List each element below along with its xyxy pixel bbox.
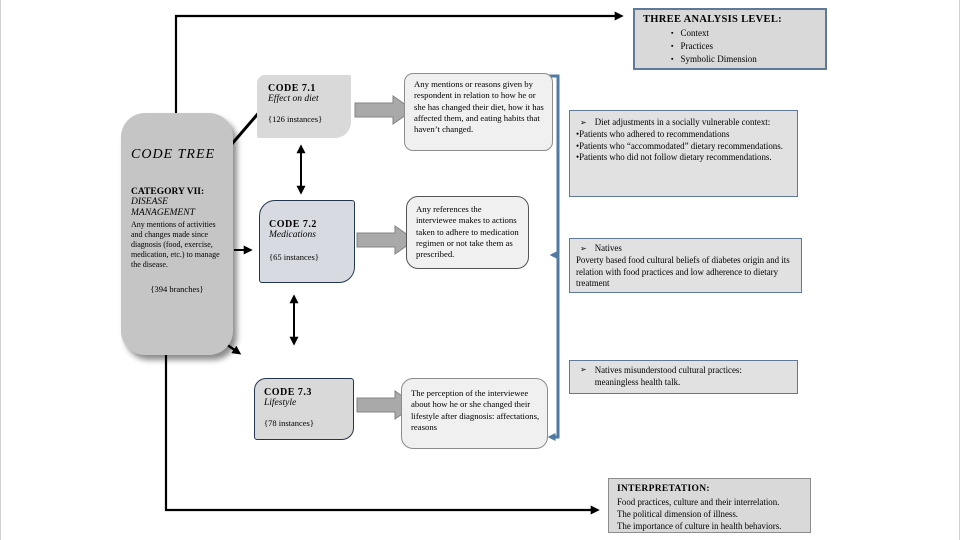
arrow-bullet-icon: ➢ (580, 365, 587, 374)
arrow-bullet-icon: ➢ (580, 244, 587, 253)
code-count: {65 instances} (269, 252, 319, 262)
code-tree-box: CODE TREE CATEGORY VII: DISEASE MANAGEME… (121, 113, 233, 355)
category-name: DISEASE MANAGEMENT (131, 197, 195, 218)
interpretation-box: INTERPRETATION: Food practices, culture … (608, 478, 811, 533)
interpretation-line: The political dimension of illness. (617, 508, 739, 519)
analysis-level-list: Context Practices Symbolic Dimension (643, 27, 819, 66)
finding-natives-box: ➢ Natives Poverty based food cultural bel… (569, 238, 802, 293)
code-7-3-definition-box: The perception of the interviewee about … (401, 378, 548, 449)
code-definition-text: Any mentions or reasons given by respond… (414, 79, 544, 135)
code-definition-text: The perception of the interviewee about … (411, 388, 540, 432)
arrow-bullet-icon: ➢ (580, 118, 587, 127)
finding-title-row: ➢ Diet adjustments in a socially vulnerab… (576, 117, 791, 129)
finding-cultural-practices-box: ➢ Natives misunderstood cultural practic… (569, 360, 798, 394)
code-tree-label: CODE TREE (131, 147, 216, 162)
code-definition-text: Any references the interviewee makes to … (416, 204, 519, 260)
finding-item: •Patients who “accommodated” dietary rec… (576, 140, 783, 151)
code-name: Effect on diet (268, 94, 319, 104)
finding-item: •Patients who adhered to recommendations (576, 128, 730, 139)
code-name: Lifestyle (264, 398, 297, 408)
finding-title: Natives (594, 243, 622, 253)
code-count: {126 instances} (268, 114, 323, 124)
finding-body: meaningless health talk. (594, 376, 681, 387)
category-id: CATEGORY VII: (131, 187, 205, 197)
code-name: Medications (269, 230, 316, 240)
finding-title-row: ➢ Natives misunderstood cultural practic… (576, 365, 791, 389)
code-7-1-definition-box: Any mentions or reasons given by respond… (404, 73, 553, 151)
code-id: CODE 7.1 (268, 83, 316, 94)
code-7-2-box: CODE 7.2 Medications {65 instances} (259, 200, 355, 283)
category-count: {394 branches} (150, 283, 204, 294)
code-7-2-definition-box: Any references the interviewee makes to … (406, 196, 529, 269)
category-definition: Any mentions of activities and changes m… (131, 219, 220, 269)
analysis-level-item: Practices (671, 40, 819, 53)
code-id: CODE 7.3 (264, 387, 312, 398)
code-id: CODE 7.2 (269, 219, 317, 230)
analysis-level-item: Symbolic Dimension (671, 53, 819, 66)
finding-title: Natives misunderstood cultural practices… (594, 365, 742, 375)
finding-title: Diet adjustments in a socially vulnerabl… (594, 117, 771, 127)
finding-item: •Patients who did not follow dietary rec… (576, 152, 772, 163)
analysis-level-title: THREE ANALYSIS LEVEL: (643, 14, 782, 25)
finding-title-row: ➢ Natives (576, 243, 795, 255)
interpretation-line: The importance of culture in health beha… (617, 520, 782, 531)
finding-text: Natives misunderstood cultural practices… (595, 365, 742, 389)
analysis-level-item: Context (671, 27, 819, 40)
analysis-level-box: THREE ANALYSIS LEVEL: Context Practices … (633, 8, 827, 70)
code-7-3-box: CODE 7.3 Lifestyle {78 instances} (254, 378, 354, 440)
tree-to-analysis-connector (174, 11, 624, 113)
interpretation-title: INTERPRETATION: (617, 484, 710, 494)
code-7-1-box: CODE 7.1 Effect on diet {126 instances} (257, 75, 351, 138)
interpretation-line: Food practices, culture and their interr… (617, 496, 780, 507)
finding-diet-adjustments-box: ➢ Diet adjustments in a socially vulnerab… (569, 110, 798, 197)
finding-body: Poverty based food cultural beliefs of d… (576, 254, 790, 289)
code-count: {78 instances} (264, 418, 314, 428)
